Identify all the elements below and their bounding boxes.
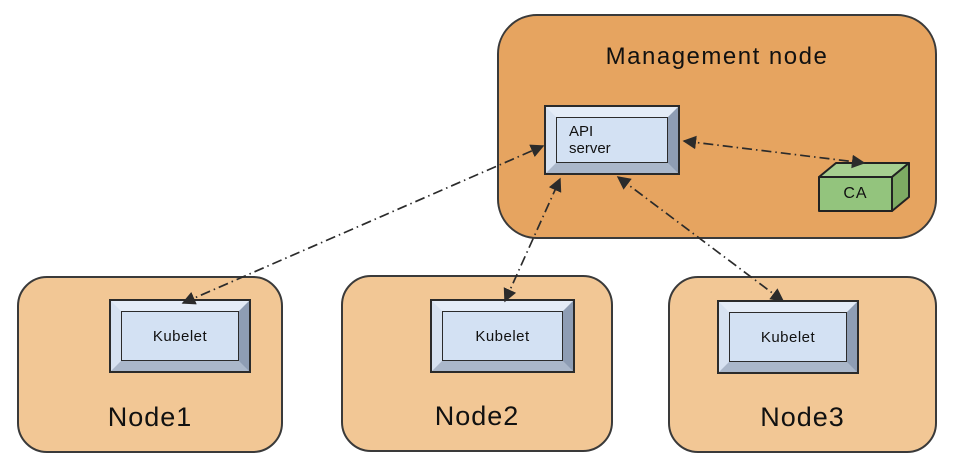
kubelet1-label: Kubelet: [152, 327, 208, 345]
kubelet2-label: Kubelet: [475, 327, 530, 345]
api-server-box: API server: [544, 105, 680, 175]
management-node-title: Management node: [605, 43, 829, 70]
ca-front-face: [818, 176, 893, 212]
kubelet3-box: Kubelet: [717, 300, 859, 374]
node3-label: Node3: [760, 402, 845, 432]
ca-cuboid: [818, 162, 910, 212]
node1-label: Node1: [107, 402, 193, 432]
ca-label: CA: [843, 185, 868, 202]
kubelet2-box: Kubelet: [430, 299, 575, 373]
kubelet3-label: Kubelet: [760, 328, 816, 346]
api-server-label: API server: [569, 123, 611, 157]
ca-box: CA: [817, 161, 911, 213]
kubelet1-box: Kubelet: [109, 299, 251, 373]
node2-label: Node2: [434, 401, 520, 431]
